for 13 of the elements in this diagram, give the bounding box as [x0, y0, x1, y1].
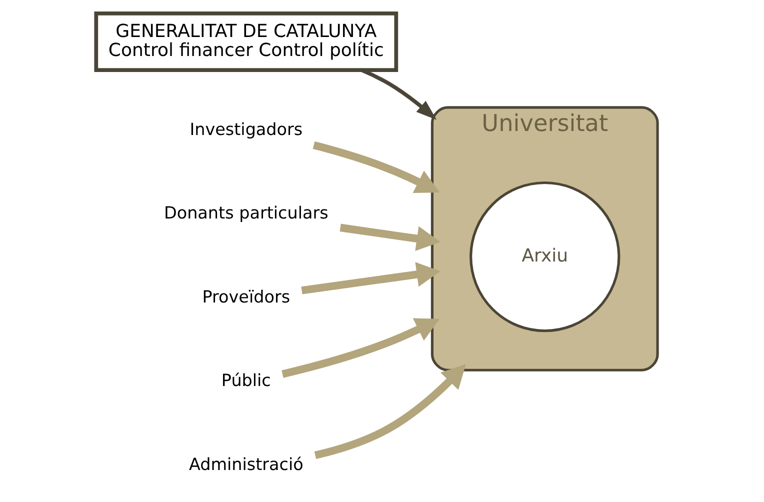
arrow	[301, 262, 440, 294]
arrow	[282, 318, 440, 378]
node-text: Proveïdors	[202, 286, 290, 306]
node-text: Investigadors	[190, 118, 303, 139]
node-text: Administració	[188, 454, 304, 474]
arrow	[360, 68, 437, 120]
node-text: Donants particulars	[164, 202, 328, 223]
node-text: Públic	[221, 370, 271, 390]
node-box: GENERALITAT DE CATALUNYA Control financer Control polític	[94, 12, 398, 72]
arrow	[312, 141, 440, 193]
arrow	[340, 224, 440, 251]
node-circle: Arxiu	[470, 181, 620, 332]
arrow	[314, 364, 466, 459]
